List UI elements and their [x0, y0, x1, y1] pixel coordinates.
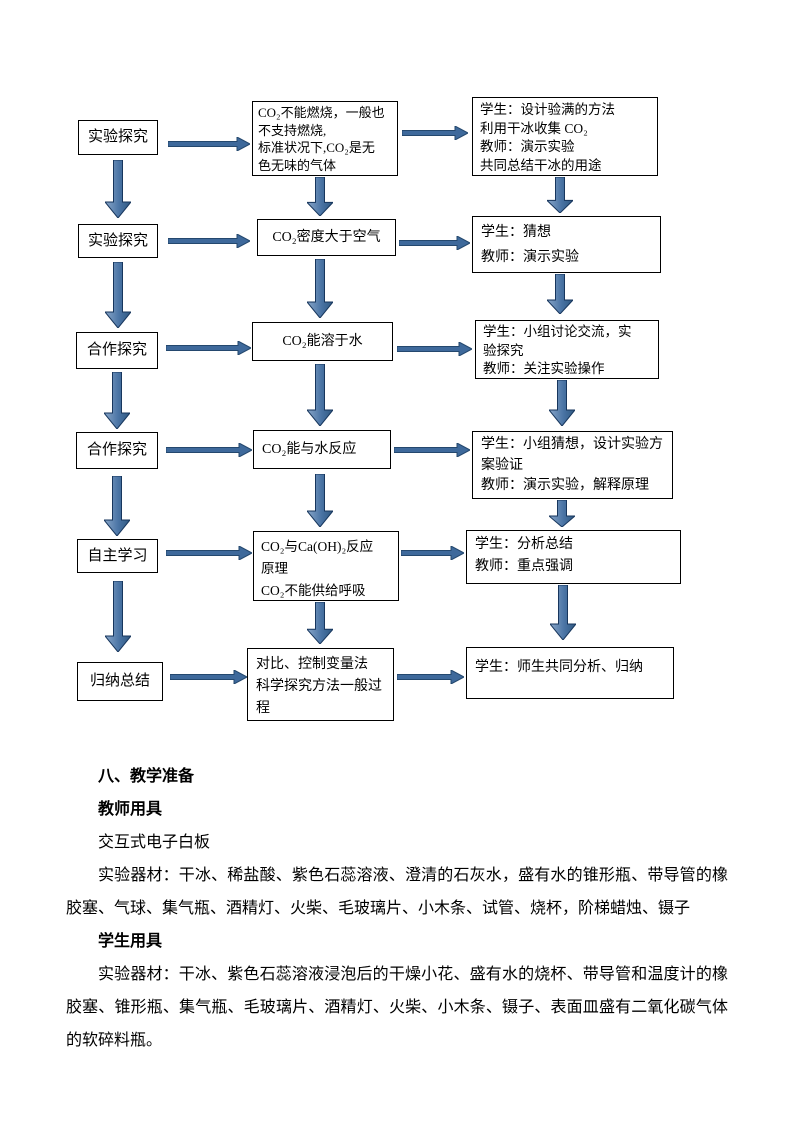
activity-box-5: 学生：分析总结 教师：重点强调 — [466, 530, 681, 584]
arrow-right-icon — [397, 342, 472, 356]
arrow-down-icon — [307, 177, 333, 216]
activity-box-4: 学生：小组猜想，设计实验方 案验证 教师：演示实验，解释原理 — [472, 431, 673, 499]
stage-box-5: 自主学习 — [77, 539, 158, 573]
arrow-right-icon — [401, 546, 464, 560]
arrow-right-icon — [166, 341, 251, 355]
activity-box-3: 学生：小组讨论交流，实 验探究 教师：关注实验操作 — [475, 320, 659, 379]
activity-box-2: 学生：猜想 教师：演示实验 — [472, 216, 661, 273]
content-box-1: CO₂不能燃烧，一般也 不支持燃烧, 标准状况下,CO₂是无 色无味的气体 — [252, 101, 398, 176]
arrow-right-icon — [402, 126, 468, 140]
section-heading: 八、教学准备 — [98, 768, 195, 785]
arrow-right-icon — [170, 670, 247, 684]
arrow-right-icon — [168, 137, 250, 151]
arrow-down-icon — [105, 160, 131, 218]
arrow-down-icon — [104, 372, 130, 429]
arrow-down-icon — [307, 602, 333, 644]
activity-box-6: 学生：师生共同分析、归纳 — [466, 647, 674, 699]
stage-box-2: 实验探究 — [78, 224, 158, 258]
stage-box-4: 合作探究 — [76, 432, 158, 469]
arrow-right-icon — [397, 670, 464, 684]
stage-box-3: 合作探究 — [76, 332, 158, 369]
arrow-right-icon — [168, 234, 250, 248]
content-box-6: 对比、控制变量法 科学探究方法一般过 程 — [247, 648, 394, 721]
content-box-4: CO₂能与水反应 — [253, 430, 391, 469]
content-box-5: CO₂与Ca(OH)₂反应 原理 CO₂不能供给呼吸 — [253, 531, 399, 601]
content-box-2: CO₂密度大于空气 — [257, 219, 396, 256]
arrow-down-icon — [105, 581, 131, 652]
stage-box-1: 实验探究 — [78, 120, 158, 155]
arrow-right-icon — [166, 546, 252, 560]
arrow-down-icon — [104, 476, 130, 536]
arrow-right-icon — [394, 443, 470, 457]
arrow-down-icon — [550, 585, 576, 640]
teacher-tools-label: 教师用具 — [98, 801, 163, 818]
arrow-down-icon — [549, 380, 575, 426]
arrow-down-icon — [307, 474, 333, 527]
arrow-right-icon — [399, 236, 470, 250]
arrow-right-icon — [166, 443, 252, 457]
activity-box-1: 学生：设计验满的方法 利用干冰收集 CO₂ 教师：演示实验 共同总结干冰的用途 — [472, 97, 658, 176]
arrow-down-icon — [307, 259, 333, 318]
flowchart: 实验探究 CO₂不能燃烧，一般也 不支持燃烧, 标准状况下,CO₂是无 色无味的… — [76, 97, 681, 721]
teaching-preparation-section: 八、教学准备 教师用具 交互式电子白板 实验器材：干冰、稀盐酸、紫色石蕊溶液、澄… — [66, 760, 728, 1057]
student-tools-label: 学生用具 — [98, 933, 163, 950]
arrow-down-icon — [547, 274, 573, 314]
whiteboard-line: 交互式电子白板 — [98, 834, 211, 851]
content-box-3: CO₂能溶于水 — [252, 322, 393, 361]
teacher-materials-paragraph: 实验器材：干冰、稀盐酸、紫色石蕊溶液、澄清的石灰水，盛有水的锥形瓶、带导管的橡胶… — [66, 867, 728, 917]
stage-box-6: 归纳总结 — [77, 662, 163, 701]
arrow-down-icon — [547, 177, 573, 213]
arrow-down-icon — [307, 364, 333, 426]
arrow-down-icon — [105, 262, 131, 328]
student-materials-paragraph: 实验器材：干冰、紫色石蕊溶液浸泡后的干燥小花、盛有水的烧杯、带导管和温度计的橡胶… — [66, 966, 728, 1049]
arrow-down-icon — [549, 500, 575, 527]
